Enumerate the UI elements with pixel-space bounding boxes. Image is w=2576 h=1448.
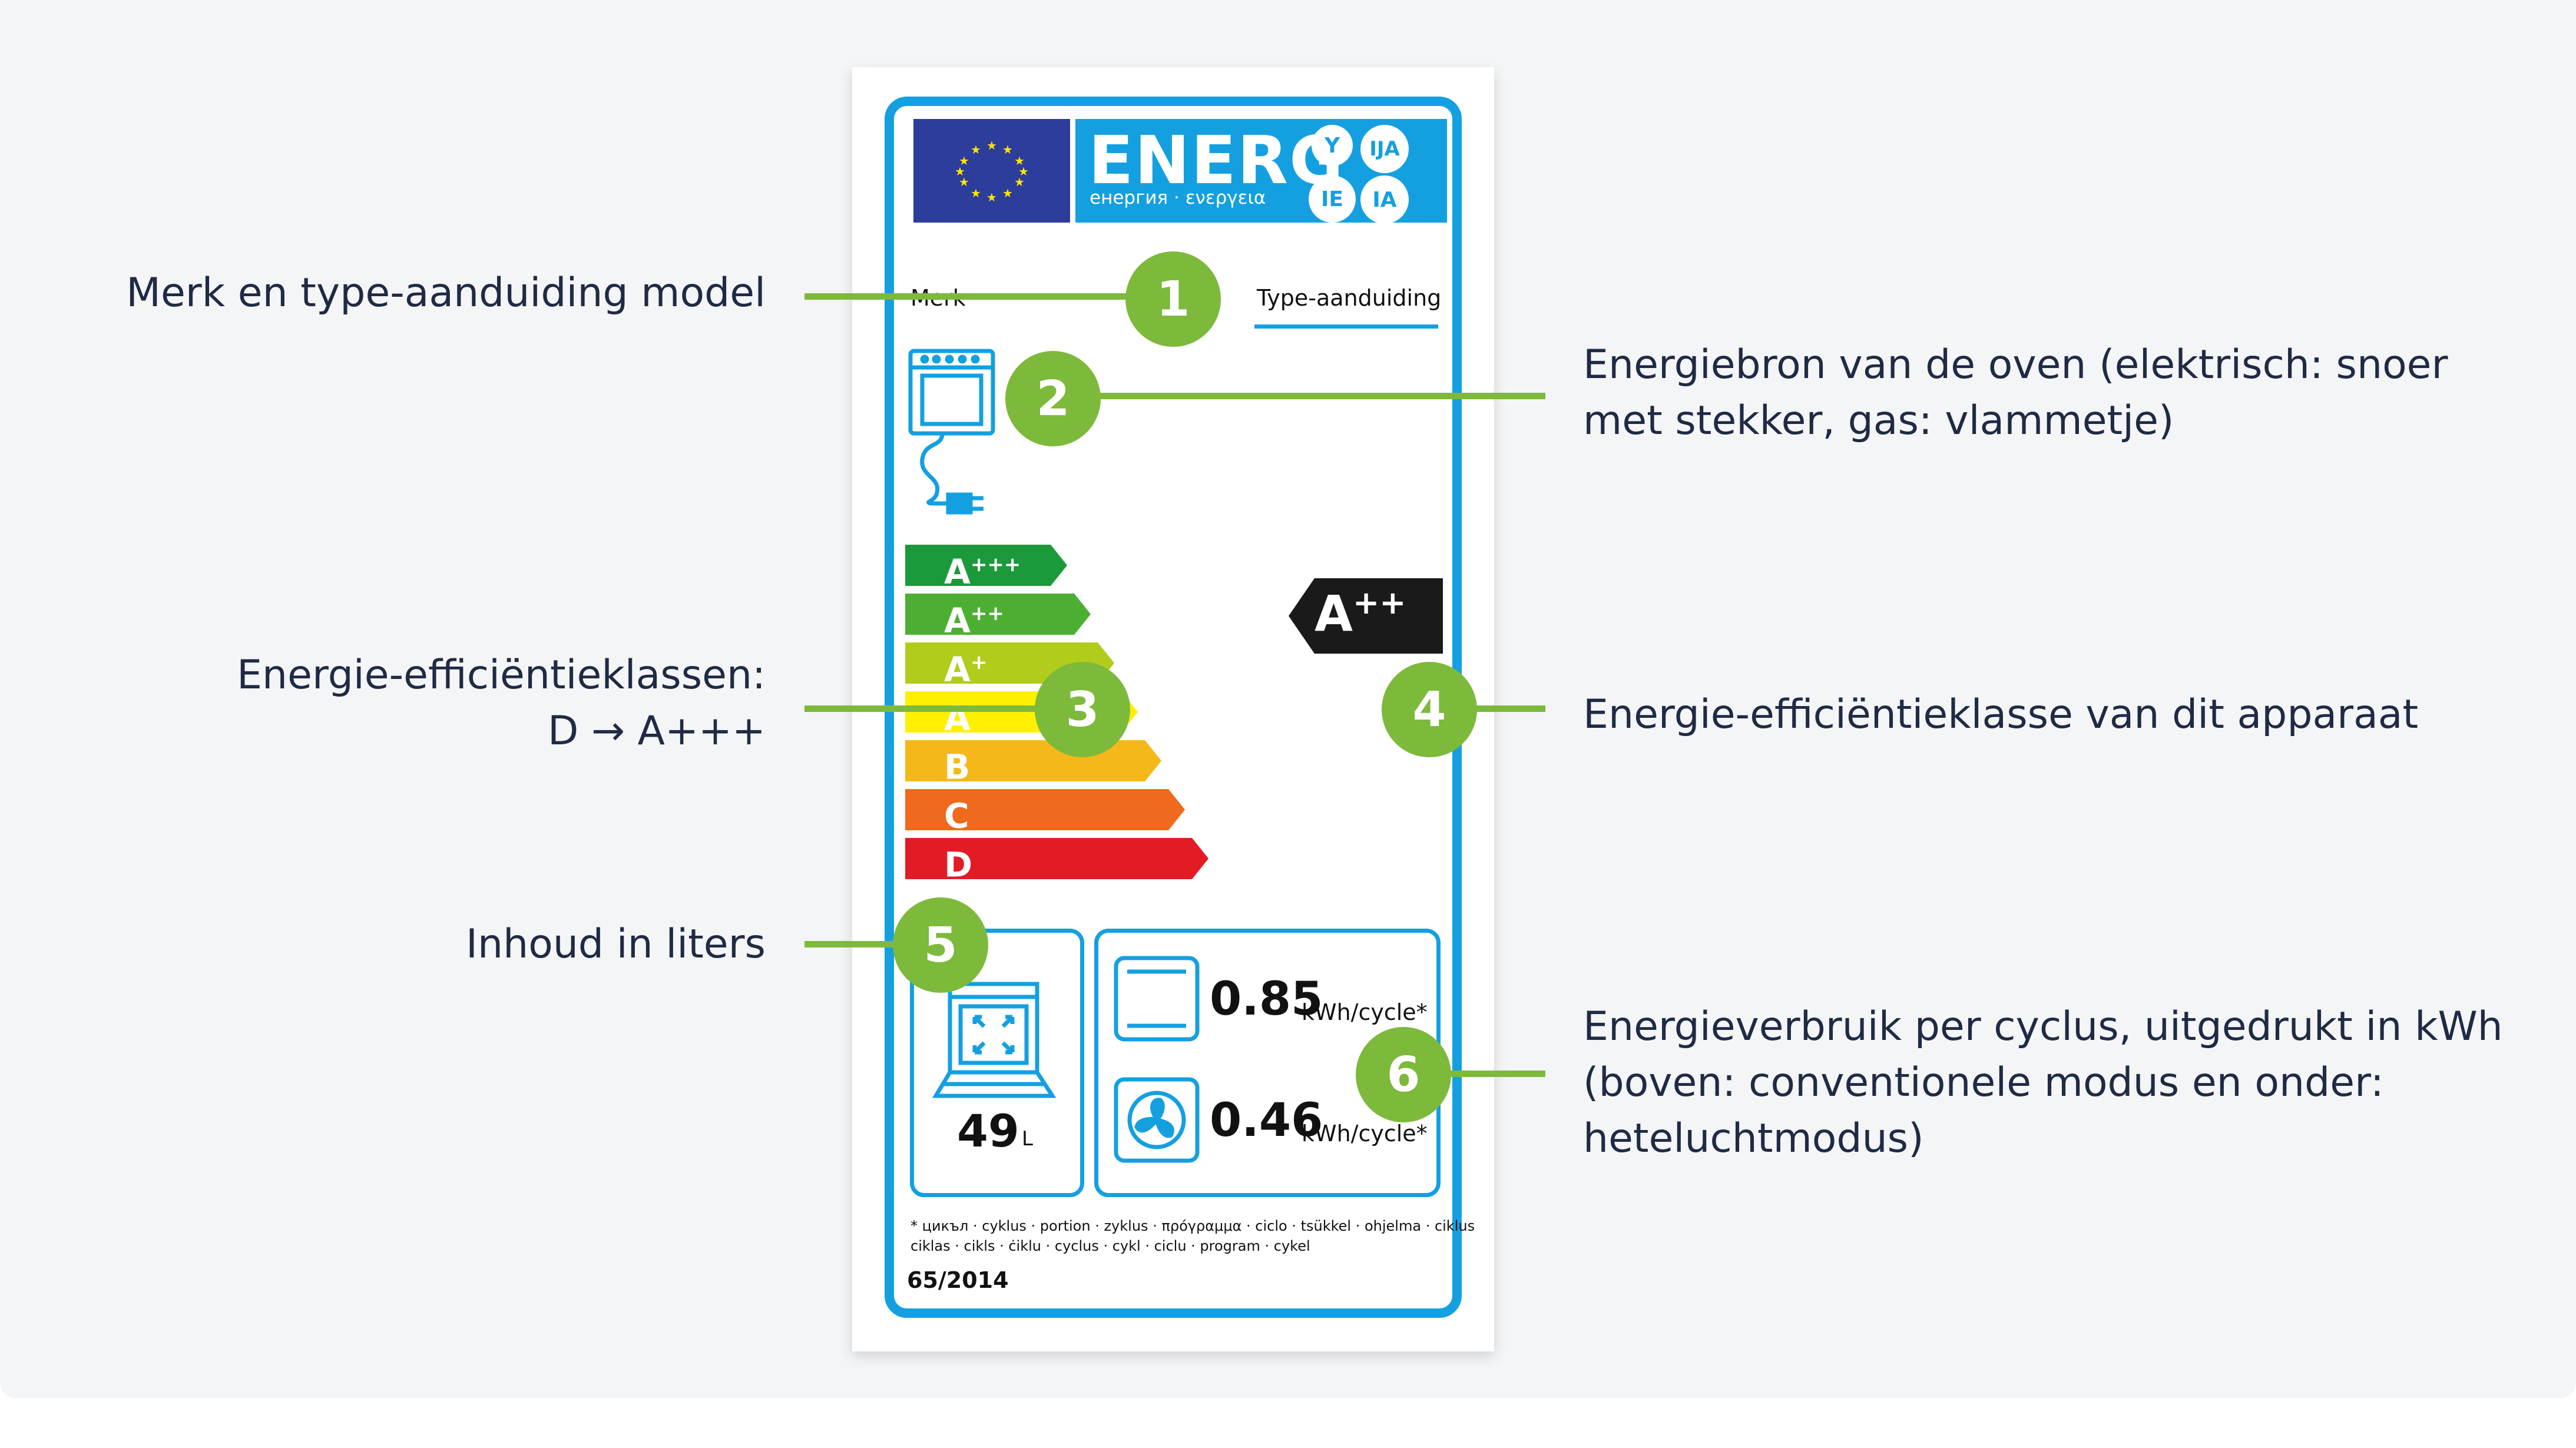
callout-brand-model: Merk en type-aanduiding model: [126, 270, 766, 316]
callout-consumption-line1: Energieverbruik per cyclus, uitgedrukt i…: [1583, 1003, 2503, 1050]
badge-5: 5: [893, 897, 988, 993]
oven-volume-icon: [932, 980, 1062, 1106]
svg-text:★: ★: [986, 190, 997, 204]
efficiency-class-base: D: [944, 844, 973, 885]
callout-energy-source-line2: met stekker, gas: vlammetje): [1583, 397, 2174, 444]
efficiency-class-sup: +: [970, 651, 988, 674]
efficiency-class-bar-appp: A+++: [905, 545, 1067, 591]
lang-code-ija: IJA: [1360, 125, 1409, 173]
connector-line-6: [1402, 1071, 1545, 1077]
efficiency-class-label: A: [944, 690, 971, 739]
efficiency-class-label: B: [944, 739, 970, 788]
fan-consumption: 0.46: [1210, 1094, 1323, 1147]
footnote-line2: ciklas · cikls · ċiklu · cyclus · cykl ·…: [910, 1238, 1310, 1254]
footnote-line1: * цикъл · cyklus · portion · zyklus · πρ…: [910, 1218, 1475, 1234]
fan-mode-icon: [1113, 1076, 1201, 1167]
electric-plug-oven-icon: [907, 347, 1001, 526]
badge-4: 4: [1382, 662, 1477, 757]
svg-text:★: ★: [986, 138, 997, 153]
efficiency-class-base: A: [944, 649, 971, 690]
efficiency-class-bar-c: C: [905, 789, 1185, 836]
callout-volume: Inhoud in liters: [465, 921, 766, 967]
efficiency-class-bar-d: D: [905, 838, 1208, 884]
efficiency-class-label: C: [944, 788, 969, 837]
conventional-mode-icon: [1113, 955, 1201, 1046]
lang-code-ie: IE: [1309, 175, 1356, 223]
callout-energy-source-line1: Energiebron van de oven (elektrisch: sno…: [1583, 342, 2448, 388]
efficiency-class-base: A: [944, 600, 971, 641]
callout-classes-line2: D → A+++: [547, 708, 766, 754]
volume-unit: L: [1022, 1127, 1033, 1151]
energ-title: ENERG: [1088, 122, 1345, 199]
conventional-consumption: 0.85: [1210, 973, 1323, 1026]
badge-3: 3: [1035, 662, 1130, 757]
connector-line-5: [804, 941, 940, 947]
rating-sup: ++: [1353, 584, 1406, 621]
svg-text:★: ★: [971, 186, 981, 200]
svg-text:★: ★: [959, 175, 969, 189]
efficiency-class-label: A+++: [944, 544, 1021, 592]
eu-flag-icon: ★★★ ★★★ ★★★ ★★★: [913, 119, 1070, 223]
volume-value: 49: [957, 1105, 1019, 1157]
efficiency-class-sup: +++: [970, 553, 1021, 576]
lang-code-y: Y: [1312, 125, 1353, 166]
svg-text:★: ★: [1018, 164, 1029, 178]
lang-code-ia: IA: [1360, 175, 1409, 224]
callout-classes-line1: Energie-efficiëntieklassen:: [237, 652, 766, 698]
rating-arrow: [1289, 578, 1443, 656]
efficiency-class-sup: ++: [970, 602, 1004, 625]
rating-base: A: [1315, 585, 1353, 642]
conventional-unit: kWh/cycle*: [1302, 999, 1428, 1025]
efficiency-class-base: A: [944, 698, 971, 738]
efficiency-class-label: D: [944, 837, 972, 886]
efficiency-class-base: C: [944, 796, 969, 836]
efficiency-class-bar-app: A++: [905, 594, 1091, 640]
callout-consumption-line2: (boven: conventionele modus en onder:: [1583, 1059, 2384, 1106]
svg-text:★: ★: [1002, 186, 1013, 200]
connector-line-3: [804, 705, 1117, 712]
efficiency-class-label: A++: [944, 592, 1004, 641]
svg-text:★: ★: [1002, 143, 1013, 157]
badge-1: 1: [1125, 251, 1221, 347]
rating-class-text: A++: [1315, 584, 1406, 642]
efficiency-class-label: A+: [944, 641, 987, 690]
svg-text:★: ★: [1014, 154, 1025, 168]
svg-text:★: ★: [955, 164, 965, 178]
fan-unit: kWh/cycle*: [1302, 1121, 1428, 1147]
connector-line-1: [804, 293, 1212, 300]
efficiency-class-bar-b: B: [905, 740, 1161, 787]
svg-text:★: ★: [959, 154, 969, 168]
regulation-number: 65/2014: [907, 1267, 1009, 1293]
badge-6: 6: [1356, 1027, 1451, 1122]
callout-consumption-line3: heteluchtmodus): [1583, 1115, 1924, 1162]
callout-appliance-class: Energie-efficiëntieklasse van dit appara…: [1583, 691, 2419, 738]
volume-panel: [910, 929, 1084, 1197]
efficiency-class-base: A: [944, 551, 971, 592]
type-underline: [1254, 324, 1438, 329]
connector-line-2: [1052, 393, 1545, 399]
efficiency-class-base: B: [944, 747, 971, 787]
svg-text:★: ★: [1014, 175, 1025, 189]
type-label: Type-aanduiding: [1257, 285, 1442, 311]
badge-2: 2: [1005, 351, 1101, 446]
svg-text:★: ★: [971, 143, 981, 157]
energ-subtitle: енергия · ενεργεια: [1090, 187, 1266, 208]
connector-line-4: [1424, 705, 1545, 712]
